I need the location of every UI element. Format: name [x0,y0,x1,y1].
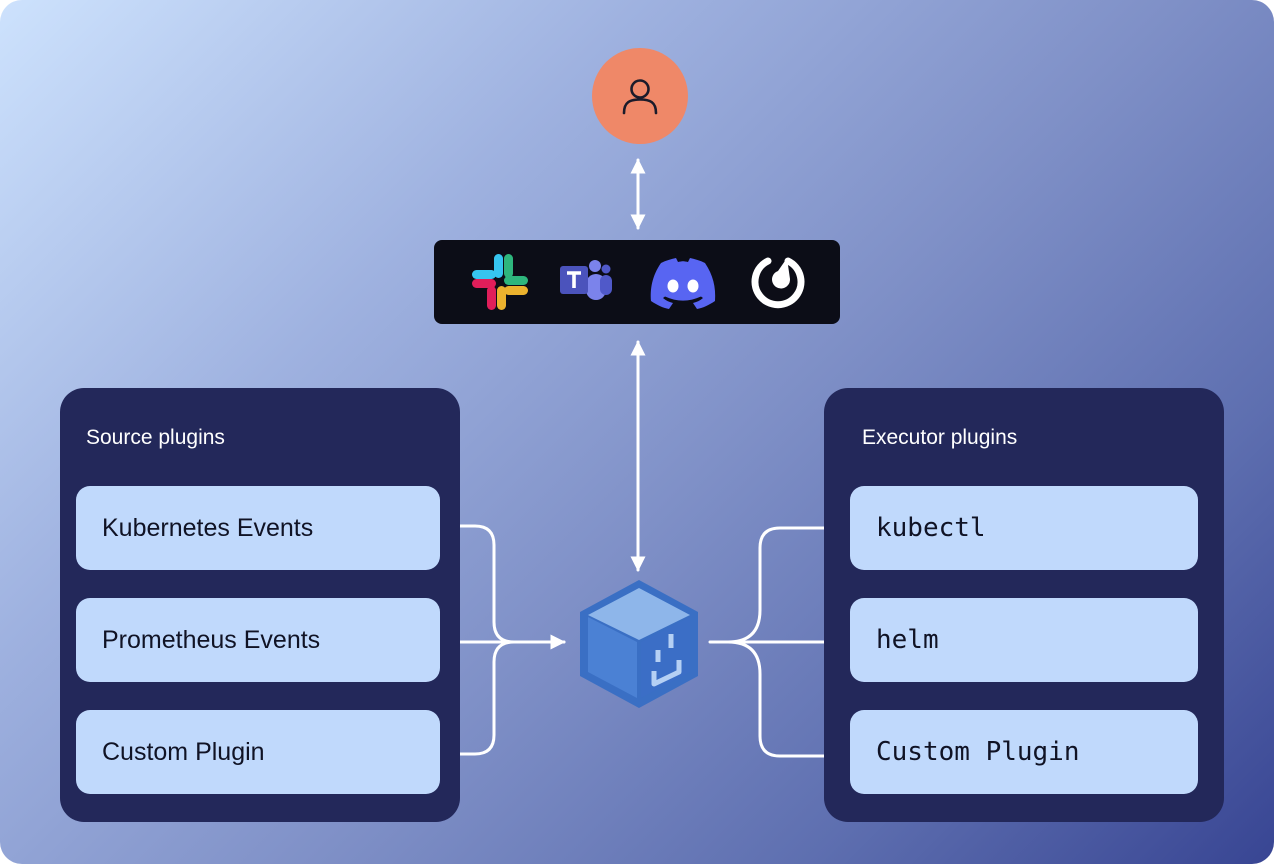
mattermost-icon [751,257,805,309]
executor-plugin-label: Custom Plugin [876,737,1080,767]
executor-plugin-label: kubectl [876,513,986,543]
botkube-cube-icon [580,580,698,708]
executor-plugins-title: Executor plugins [862,426,1018,449]
executor-plugins-panel: Executor plugins kubectl helm Custom Plu… [824,388,1224,822]
connector-exec-1 [726,520,848,644]
source-plugin-card: Kubernetes Events [76,486,440,570]
source-plugin-label: Kubernetes Events [102,513,314,542]
source-plugins-title: Source plugins [86,426,225,449]
user-avatar [592,48,688,144]
source-plugin-card: Custom Plugin [76,710,440,794]
connector-source-3 [438,640,516,756]
source-plugin-label: Custom Plugin [102,737,265,766]
slack-icon [472,254,528,310]
chat-platforms-bar [434,240,840,324]
teams-icon [560,260,612,300]
source-plugins-panel: Source plugins Kubernetes Events Prometh… [60,388,460,822]
source-plugin-card: Prometheus Events [76,598,440,682]
executor-plugin-card: kubectl [850,486,1198,570]
source-plugin-label: Prometheus Events [102,625,321,654]
executor-plugin-card: Custom Plugin [850,710,1198,794]
connector-exec-3 [726,640,848,764]
executor-plugin-card: helm [850,598,1198,682]
discord-icon [650,258,716,309]
executor-plugin-label: helm [876,625,939,655]
user-icon [622,79,658,115]
